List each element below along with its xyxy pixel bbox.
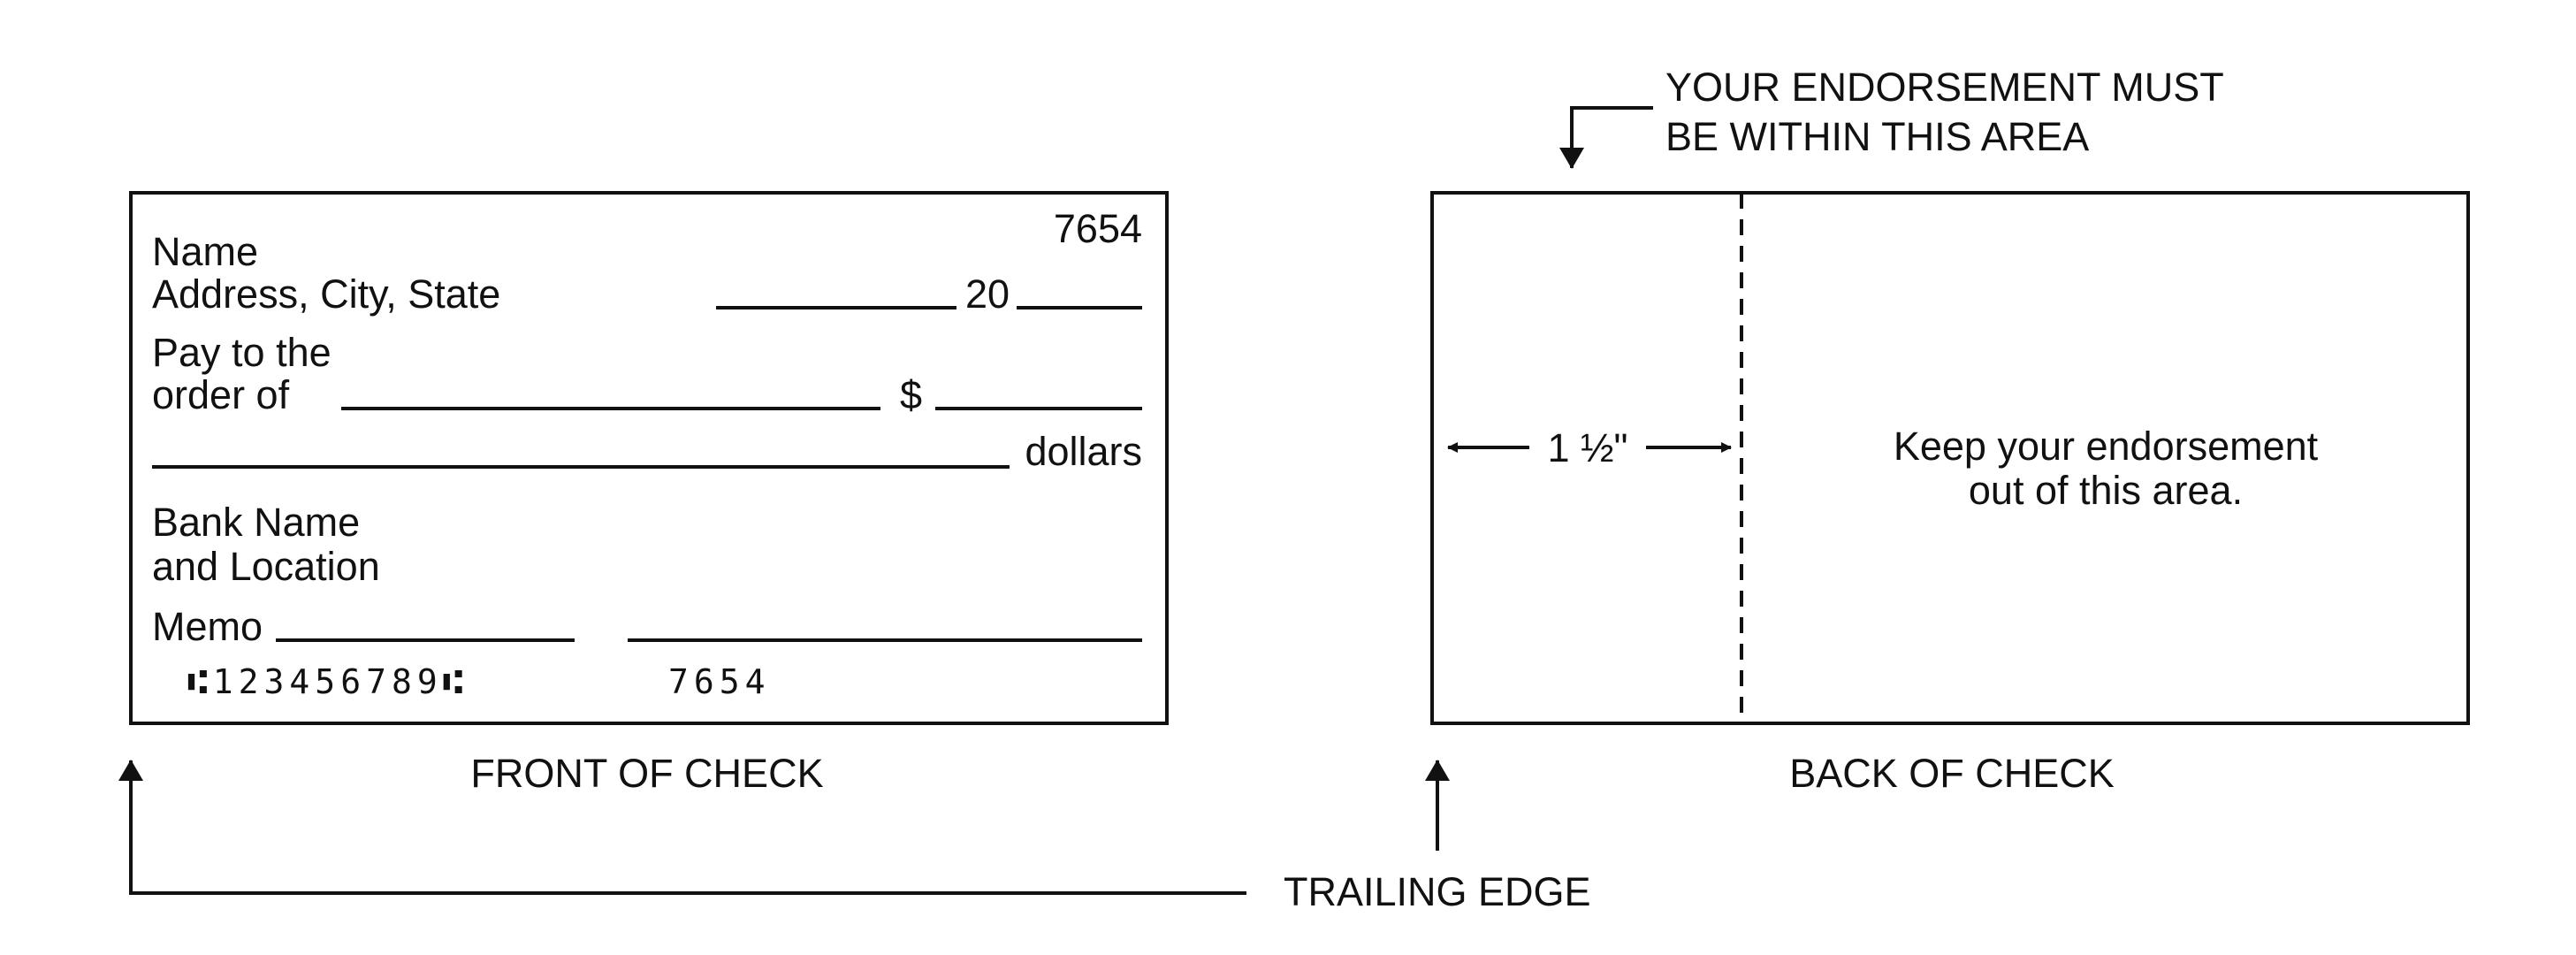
keep-out-text-line1: Keep your endorsement bbox=[1893, 424, 2319, 469]
front-check-outline bbox=[129, 191, 1169, 725]
pay-to-label-line2: order of bbox=[152, 372, 290, 417]
endorsement-width-label: 1 ½" bbox=[1543, 425, 1632, 471]
bank-name: Bank Name bbox=[152, 500, 361, 545]
dollars-label: dollars bbox=[1025, 429, 1142, 474]
back-of-check-caption: BACK OF CHECK bbox=[1789, 751, 2115, 796]
front-of-check-caption: FRONT OF CHECK bbox=[470, 751, 824, 796]
back-check-outline bbox=[1430, 191, 2470, 725]
endorsement-instruction-line2: BE WITHIN THIS AREA bbox=[1665, 114, 2090, 159]
endorsement-callout-arrow bbox=[1559, 106, 1653, 169]
check-number: 7654 bbox=[1053, 206, 1142, 251]
date-year-label: 20 bbox=[965, 271, 1010, 317]
memo-label: Memo bbox=[152, 604, 263, 649]
keep-out-text-line2: out of this area. bbox=[1968, 468, 2244, 513]
trailing-edge-label: TRAILING EDGE bbox=[1284, 869, 1591, 914]
dollar-sign: $ bbox=[900, 372, 923, 417]
trailing-edge-arrow-front bbox=[118, 760, 1246, 895]
bank-location: and Location bbox=[152, 544, 380, 589]
micr-routing-number: ⑆123456789⑆ bbox=[187, 662, 469, 701]
pay-to-label-line1: Pay to the bbox=[152, 330, 332, 375]
account-name: Name bbox=[152, 229, 259, 274]
micr-check-number: 7654 bbox=[668, 662, 771, 701]
account-address: Address, City, State bbox=[152, 271, 501, 317]
endorsement-instruction-line1: YOUR ENDORSEMENT MUST bbox=[1665, 65, 2224, 110]
